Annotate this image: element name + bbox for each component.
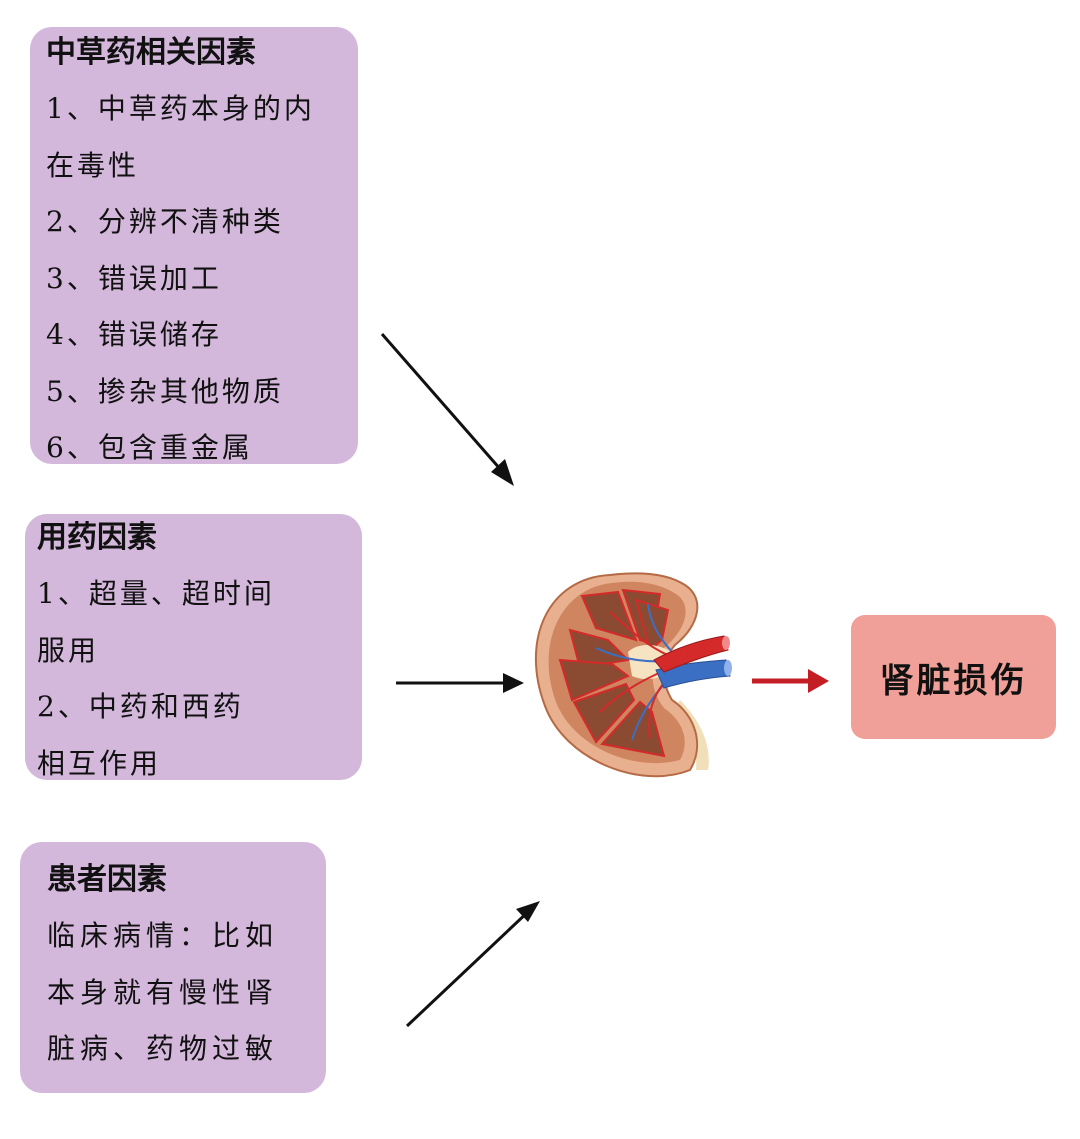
herbal-factor-item: 1、中草药本身的内 [46,92,315,125]
herbal-factor-item: 3、错误加工 [46,261,222,295]
usage-factors-box: 用药因素 1、超量、超时间 服用 2、中药和西药 相互作用 [25,514,362,780]
arrow-patient-to-kidney [405,901,540,1028]
kidney-damage-label: 肾脏损伤 [879,660,1028,701]
herbal-factors-title: 中草药相关因素 [46,35,256,70]
arrow-kidney-to-damage [752,669,829,693]
herbal-factor-item: 5、掺杂其他物质 [46,374,284,408]
usage-factor-item: 2、中药和西药 [37,690,244,723]
patient-factor-item: 临床病情：比如 [47,919,279,952]
usage-factor-item: 相互作用 [37,746,162,780]
kidney-damage-box: 肾脏损伤 [851,615,1056,739]
usage-factor-item: 服用 [37,633,100,667]
usage-factor-item: 1、超量、超时间 [37,577,275,610]
herbal-factor-item: 在毒性 [46,148,140,182]
renal-artery [653,635,729,673]
arrow-usage-to-kidney [396,673,524,693]
kidney-illustration [534,572,732,778]
herbal-factors-box: 中草药相关因素 1、中草药本身的内 在毒性 2、分辨不清种类 3、错误加工 4、… [30,27,358,464]
herbal-factor-item: 6、包含重金属 [46,431,253,464]
patient-factor-item: 脏病、药物过敏 [47,1032,279,1065]
patient-factor-item: 本身就有慢性肾 [47,975,279,1009]
arrow-herbal-to-kidney [380,333,514,486]
patient-factors-title: 患者因素 [47,862,167,897]
herbal-factor-item: 2、分辨不清种类 [46,205,284,238]
usage-factors-title: 用药因素 [37,520,157,555]
patient-factors-box: 患者因素 临床病情：比如 本身就有慢性肾 脏病、药物过敏 [20,842,326,1093]
herbal-factor-item: 4、错误储存 [46,318,222,351]
